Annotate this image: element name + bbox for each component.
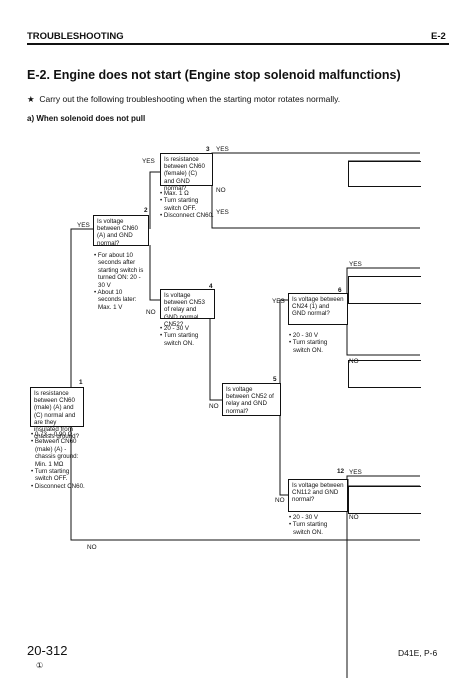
conditions-12: • 20 - 30 V • Turn starting switch ON. bbox=[289, 514, 327, 536]
step-number-1: 1 bbox=[79, 379, 83, 386]
condition-line: • 0.73 – 0.90 Ω bbox=[31, 431, 73, 438]
condition-line: • Turn starting bbox=[289, 339, 328, 347]
no-label: NO bbox=[275, 497, 285, 504]
condition-line: chassis ground: bbox=[35, 453, 79, 461]
condition-line: Max. 1 V bbox=[98, 303, 123, 311]
question-box-12: Is voltage between CN112 and GND normal? bbox=[288, 479, 348, 512]
step-number-6: 6 bbox=[338, 287, 342, 294]
condition-line: • Turn starting bbox=[289, 521, 328, 529]
no-label: NO bbox=[349, 358, 359, 365]
condition-line: 30 V bbox=[98, 281, 111, 289]
condition-line: • 20 - 30 V bbox=[160, 325, 189, 332]
no-label: NO bbox=[87, 544, 97, 551]
condition-line: • For about 10 bbox=[94, 252, 133, 259]
condition-line: • Turn starting bbox=[31, 468, 70, 476]
step-number-5: 5 bbox=[273, 376, 277, 383]
result-box-6-no bbox=[348, 360, 421, 388]
revision-mark: ① bbox=[36, 661, 44, 670]
condition-line: • Turn starting bbox=[160, 332, 199, 340]
result-box-12-yes bbox=[348, 486, 421, 514]
yes-label: YES bbox=[216, 146, 229, 153]
star-icon: ★ bbox=[27, 94, 35, 104]
result-box-3-yes bbox=[348, 161, 421, 187]
yes-label: YES bbox=[272, 298, 285, 305]
instruction-note: ★ Carry out the following troubleshootin… bbox=[27, 94, 340, 105]
yes-label: YES bbox=[142, 158, 155, 165]
condition-line: switch OFF. bbox=[35, 475, 68, 483]
no-label: NO bbox=[216, 187, 226, 194]
condition-line: • Disconnect CN60. bbox=[160, 212, 214, 220]
yes-label: YES bbox=[349, 261, 362, 268]
yes-label: YES bbox=[77, 222, 90, 229]
question-box-3: Is resistance between CN60 (female) (C) … bbox=[160, 153, 213, 192]
page-title: E-2. Engine does not start (Engine stop … bbox=[27, 68, 401, 82]
step-number-4: 4 bbox=[209, 283, 213, 290]
condition-line: switch ON. bbox=[293, 346, 323, 354]
note-text: Carry out the following troubleshooting … bbox=[39, 94, 341, 104]
condition-line: switch ON. bbox=[293, 528, 323, 536]
condition-line: • Turn starting bbox=[160, 197, 199, 205]
condition-line: • 20 - 30 V bbox=[289, 514, 318, 521]
yes-label: YES bbox=[349, 469, 362, 476]
condition-line: • 20 - 30 V bbox=[289, 332, 318, 339]
header-section: TROUBLESHOOTING bbox=[27, 31, 124, 42]
condition-line: seconds later: bbox=[98, 296, 137, 304]
condition-line: starting switch is bbox=[98, 266, 144, 274]
question-box-1: Is resistance between CN60 (male) (A) an… bbox=[30, 387, 84, 440]
question-box-6: Is voltage between CN24 (1) and GND norm… bbox=[288, 293, 348, 325]
step-number-2: 2 bbox=[144, 207, 148, 214]
condition-line: • Disconnect CN60. bbox=[31, 482, 85, 490]
no-label: NO bbox=[349, 514, 359, 521]
conditions-2: • For about 10 seconds after starting sw… bbox=[94, 252, 143, 311]
condition-line: turned ON: 20 - bbox=[98, 274, 141, 282]
subheading: a) When solenoid does not pull bbox=[27, 114, 146, 123]
conditions-3: • Max. 1 Ω • Turn starting switch OFF. •… bbox=[160, 190, 214, 220]
question-box-4: Is voltage between CN53 of relay and GND… bbox=[160, 289, 215, 328]
header-code: E-2 bbox=[431, 31, 446, 42]
condition-line: • About 10 bbox=[94, 289, 123, 297]
page-number: 20-312 bbox=[27, 643, 68, 658]
question-box-2: Is voltage between CN60 (A) and GND norm… bbox=[93, 215, 149, 247]
yes-label: YES bbox=[216, 209, 229, 216]
condition-line: • Between CN60 bbox=[31, 438, 77, 446]
question-box-5: Is voltage between CN52 of relay and GND… bbox=[222, 383, 281, 416]
condition-line: (male) (A) - bbox=[35, 445, 67, 453]
condition-line: switch ON. bbox=[164, 339, 194, 347]
condition-line: • Max. 1 Ω bbox=[160, 190, 189, 197]
step-number-12: 12 bbox=[337, 468, 345, 475]
condition-line: Min. 1 MΩ bbox=[35, 460, 64, 468]
conditions-1: • 0.73 – 0.90 Ω • Between CN60 (male) (A… bbox=[31, 431, 85, 490]
conditions-4: • 20 - 30 V • Turn starting switch ON. bbox=[160, 325, 198, 347]
condition-line: switch OFF. bbox=[164, 204, 197, 212]
no-label: NO bbox=[209, 403, 219, 410]
no-label: NO bbox=[146, 309, 156, 316]
conditions-6: • 20 - 30 V • Turn starting switch ON. bbox=[289, 332, 327, 354]
header-rule bbox=[27, 43, 449, 45]
result-box-6-yes bbox=[348, 276, 421, 304]
step-number-3: 3 bbox=[206, 146, 210, 153]
condition-line: seconds after bbox=[98, 259, 136, 267]
model-code: D41E, P-6 bbox=[398, 648, 438, 658]
